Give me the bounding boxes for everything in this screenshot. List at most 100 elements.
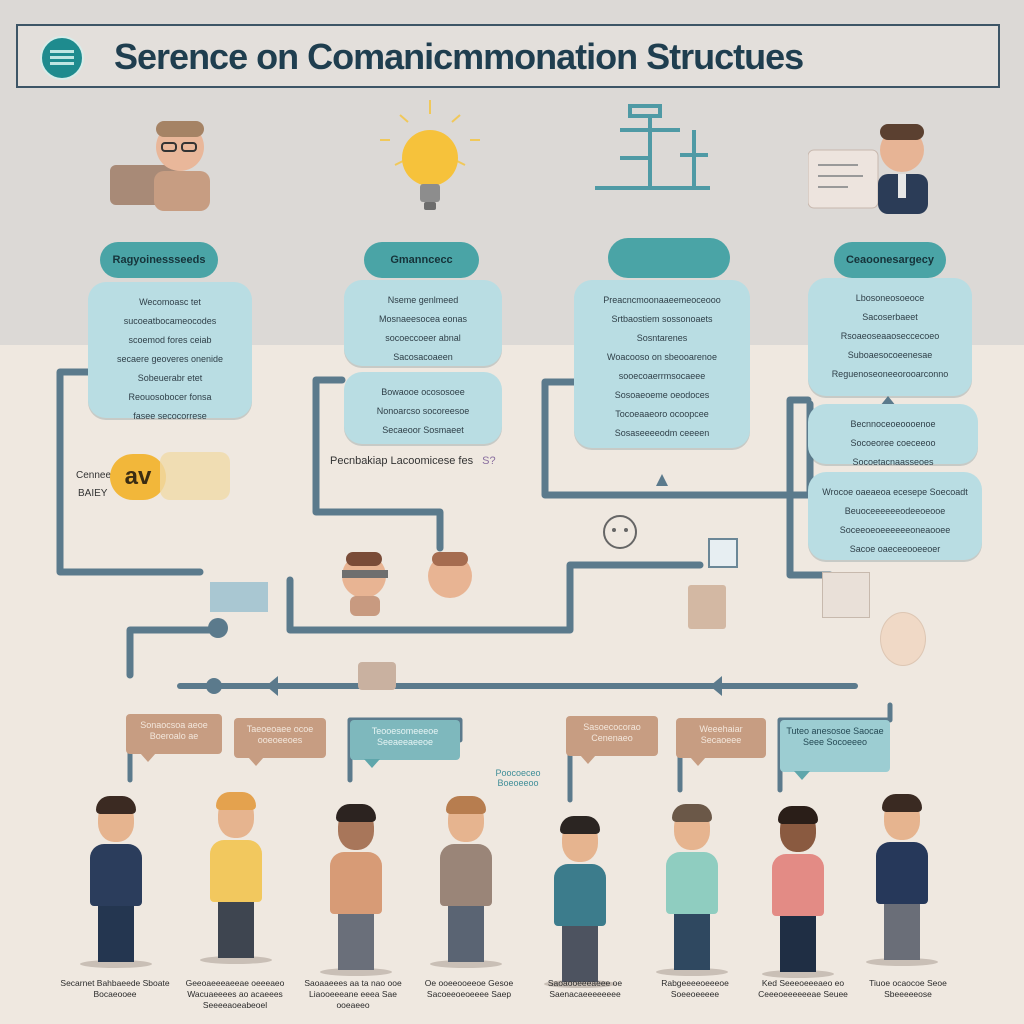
screen-icon [210, 582, 268, 612]
card-line: Sosaseeeeodm ceeeen [614, 428, 710, 438]
column-2-pill: Gmanncecc [364, 242, 479, 278]
left-badge-label: Cenneeer [76, 470, 120, 481]
chinese-glyph-icon [595, 104, 710, 190]
presenter-at-board-icon [808, 124, 928, 214]
column-4-card-top: Lbosoneosoeoce Sacoserbaeet Rsoaeoseaaos… [808, 278, 972, 396]
card-line: Tocoeaaeoro ocoopcee [615, 409, 709, 419]
speech-bubble-4: Sasoecocorao Cenenaeo [566, 716, 658, 764]
card-line: Sosoaeoeme oeodoces [614, 390, 710, 400]
card-line: Lbosoneosoeoce [855, 293, 925, 303]
bus-arrow [710, 676, 722, 696]
logo-badge-icon [40, 36, 84, 80]
teacher-at-desk-icon [110, 121, 210, 211]
card-line: Nseme genlmeed [387, 295, 459, 305]
book-icon [688, 585, 726, 629]
card-line: Socoetacnaasseoes [852, 457, 934, 467]
card-line: Sacosacoaeen [393, 352, 453, 362]
card-line: Reguenoseoneeorooarconno [831, 369, 949, 379]
col4-arrow [880, 396, 896, 406]
two-faces-icon [342, 552, 472, 616]
card-line: Preacncmoonaaeemeoceooo [603, 295, 721, 305]
lightbulb-icon [380, 100, 480, 210]
card-line: socoeccoeer abnal [385, 333, 461, 343]
card-line: Rsoaeoseaaoseccecoeo [840, 331, 940, 341]
wire-col2 [312, 376, 444, 552]
card-line: sooecoaerrmsocaeee [618, 371, 706, 381]
wire-col4 [786, 396, 834, 579]
caption-5: Saoaooeeeaeee oe Saenacaeeeeeeee [547, 978, 623, 999]
col3-arrow [656, 474, 668, 486]
person-3 [316, 804, 396, 978]
card-line: Mosnaeesocea eonas [378, 314, 468, 324]
card-line: Soceeoeoeeeeeeoneaooee [839, 525, 951, 535]
column-2-card-bottom: Bowaooe ocososoee Nonoarcso socoreesoe S… [344, 372, 502, 444]
caption-3: Saoaaeees aa ta nao ooe Liaooeeeane eeea… [304, 978, 402, 1010]
floating-note: Poocoeceo Boeoeeoo [495, 768, 541, 788]
header-banner: Serence on Comanicmmonation Structues [16, 24, 1000, 88]
person-7 [758, 806, 838, 980]
caption-6: Rabgeeeeoeeeoe Soeeoeeeee [661, 978, 729, 999]
chart-board-icon [822, 572, 870, 618]
caption-7: Ked Seeeoeeeaeo eo Ceeeoeeeeeeae Seuee [758, 978, 848, 999]
av-badge: av [110, 454, 166, 500]
card-line: Nonoarcso socoreesoe [376, 406, 470, 416]
column-1-card: Wecomoasc tet sucoeatbocameocodes scoemo… [88, 282, 252, 421]
card-line: Srtbaostiem sossonoaets [611, 314, 713, 324]
card-line: Becnnoceoeoooenoe [850, 419, 936, 429]
card-line: secaere geoveres onenide [116, 354, 224, 364]
card-line: Sobeuerabr etet [137, 373, 203, 383]
bus-node [208, 618, 228, 638]
card-line: sucoeatbocameocodes [123, 316, 217, 326]
column-1-pill: Ragyoinessseeds [100, 242, 218, 278]
column-4-card-bottom: Wrocoe oaeaeoa ecesepe Soecoadt Beuoceee… [808, 472, 982, 560]
card-line: Sosntarenes [636, 333, 688, 343]
column-3-card: Preacncmoonaaeemeoceooo Srtbaostiem soss… [574, 280, 750, 448]
card-line: Sacoe oaeceeooeeoer [849, 544, 941, 554]
caption-4: Oe ooeeooeeoe Gesoe Sacoeeoeoeeee Saep [424, 978, 514, 999]
column-2-card-top: Nseme genlmeed Mosnaeesocea eonas socoec… [344, 280, 502, 366]
card-line: scoemod fores ceiab [128, 335, 212, 345]
card-line: Suboaesocoeenesae [847, 350, 933, 360]
face-sketch-icon [603, 515, 637, 549]
bus-arrow [266, 676, 278, 696]
card-line: Reouosobocer fonsa [128, 392, 212, 402]
card-line: Bowaooe ocososoee [381, 387, 465, 397]
speech-bubble-5: Weeehaiar Secaoeee [676, 718, 766, 766]
person-5 [540, 816, 620, 990]
left-badge-sub: BAIEY [78, 488, 108, 499]
card-line: Wecomoasc tet [139, 297, 201, 307]
person-6 [652, 804, 732, 978]
wire-center [286, 561, 704, 634]
card-line: Socoeoree coeceeoo [850, 438, 936, 448]
card-line: Secaeoor Sosmaeet [382, 425, 464, 435]
speech-bubble-2: Taeoeoaee ocoe ooeoeeoes [234, 718, 326, 766]
column-3-pill [608, 238, 730, 278]
person-2 [196, 792, 276, 966]
card-line: fasee secocorrese [133, 411, 207, 421]
card-line: Beuoceeeeeeodeeoeooe [844, 506, 946, 516]
page-title: Serence on Comanicmmonation Structues [114, 36, 804, 77]
middle-label: Pecnbakiap Lacoomicese fes S? [330, 455, 496, 467]
card-line: Sacoserbaeet [862, 312, 918, 322]
card-line: Woacooso on sbeooarenoe [607, 352, 717, 362]
document-icon [708, 538, 738, 568]
speech-bubble-6: Tuteo anesosoe Saocae Seee Socoeeeo [780, 720, 890, 780]
caption-2: Geeoaeeeaeeae oeeeaeo Wacuaeeees ao acae… [185, 978, 285, 1010]
caption-1: Secarnet Bahbaeede Sboate Bocaeooee [60, 978, 170, 999]
speech-bubble-1: Sonaocsoa aeoe Boeroalo ae [126, 714, 222, 762]
column-4-pill: Ceaoonesargecy [834, 242, 946, 278]
bus-node [206, 678, 222, 694]
person-1 [76, 796, 156, 970]
person-8 [862, 794, 942, 968]
speech-bubble-3: Teooesomeeeoe Seeaeeaeeoe [350, 720, 460, 768]
wire-col3 [541, 378, 814, 499]
drink-icon [880, 612, 926, 666]
cup-icon [358, 662, 396, 690]
wire-lower-left [126, 626, 224, 679]
wire-left [56, 368, 204, 576]
caption-8: Tiuoe ocaocoe Seoe Sbeeeeeose [869, 978, 947, 999]
badge-highlight [160, 452, 230, 500]
column-4-card-middle: Becnnoceoeoooenoe Socoeoree coeceeoo Soc… [808, 404, 978, 467]
person-4 [426, 796, 506, 970]
card-line: Wrocoe oaeaeoa ecesepe Soecoadt [822, 487, 968, 497]
